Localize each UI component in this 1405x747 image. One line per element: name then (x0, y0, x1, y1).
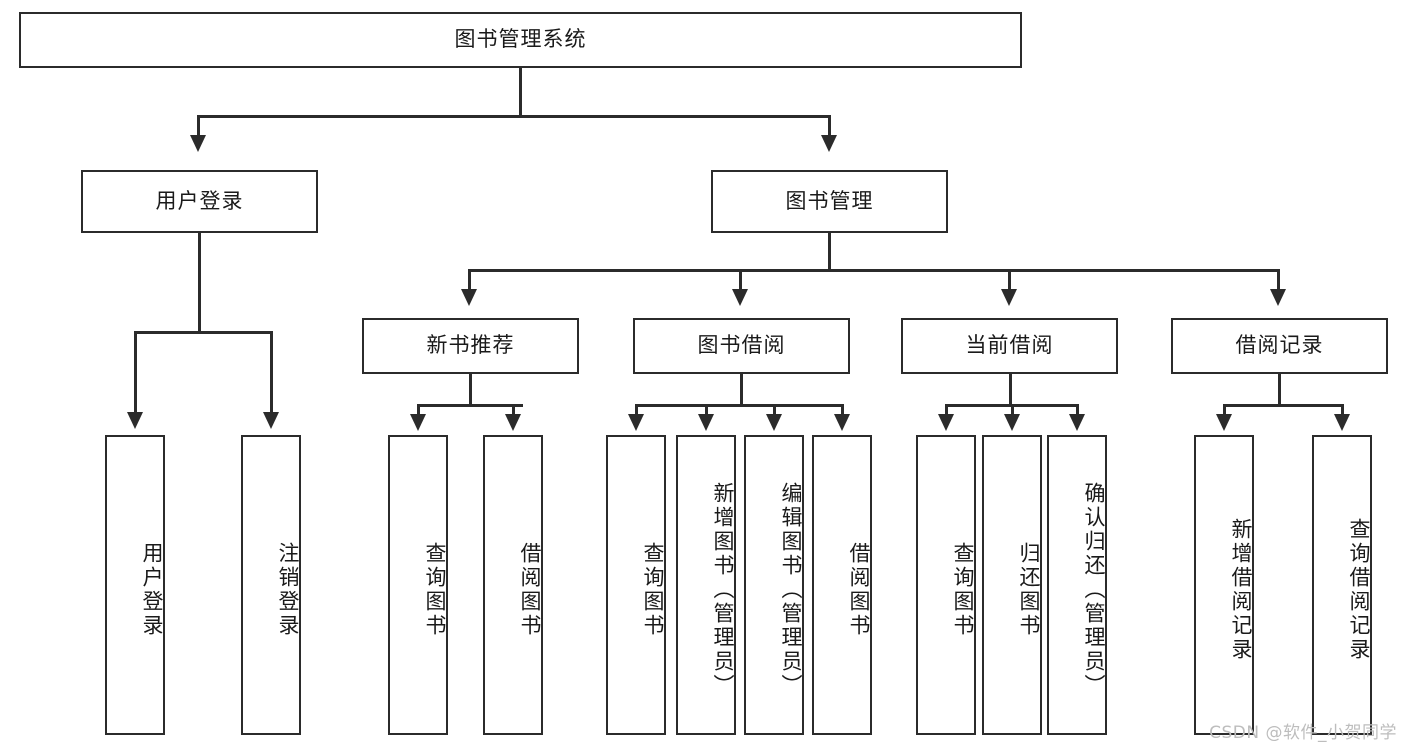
arrowhead-new-book-to-leaf-2 (505, 414, 521, 431)
edge-root-bus (197, 115, 831, 118)
node-label: 编辑图书（管理员） (779, 482, 803, 698)
edge-user-login-trunk (198, 233, 201, 333)
leaf-borrow-records-add-record[interactable]: 新增借阅记录 (1194, 435, 1254, 735)
edge-bm-to-book-borrow (739, 269, 742, 291)
edge-borrow-records-bus (1223, 404, 1343, 407)
arrowhead-user-login-to-leaf-1 (127, 412, 143, 429)
node-label: 查询借阅记录 (1347, 518, 1371, 662)
node-book-borrow[interactable]: 图书借阅 (633, 318, 850, 374)
node-label: 用户登录 (155, 188, 244, 213)
edge-new-book-to-leaf-2 (512, 404, 515, 416)
edge-bm-to-current-borrow (1008, 269, 1011, 291)
node-label: 用户登录 (140, 542, 164, 638)
edge-new-book-to-leaf-1 (417, 404, 420, 416)
leaf-current-borrow-return-books[interactable]: 归还图书 (982, 435, 1042, 735)
node-current-borrow[interactable]: 当前借阅 (901, 318, 1118, 374)
edge-book-management-bus (468, 269, 1280, 272)
arrowhead-new-book-to-leaf-1 (410, 414, 426, 431)
arrowhead-borrow-records-to-leaf-1 (1216, 414, 1232, 431)
leaf-new-book-query-books[interactable]: 查询图书 (388, 435, 448, 735)
node-label: 借阅图书 (847, 542, 871, 638)
node-book-management[interactable]: 图书管理 (711, 170, 948, 233)
node-user-login[interactable]: 用户登录 (81, 170, 318, 233)
edge-borrow-records-trunk (1278, 374, 1281, 406)
node-label: 新书推荐 (426, 333, 515, 358)
arrowhead-bm-to-book-borrow (732, 289, 748, 306)
leaf-borrow-records-query-record[interactable]: 查询借阅记录 (1312, 435, 1372, 735)
node-label: 归还图书 (1017, 542, 1041, 638)
edge-book-borrow-to-leaf-4 (841, 404, 844, 416)
arrowhead-current-borrow-to-leaf-3 (1069, 414, 1085, 431)
node-label: 借阅记录 (1235, 333, 1324, 358)
node-label: 新增借阅记录 (1229, 518, 1253, 662)
leaf-current-borrow-confirm-return-admin[interactable]: 确认归还（管理员） (1047, 435, 1107, 735)
edge-current-borrow-to-leaf-2 (1011, 404, 1014, 416)
arrowhead-bm-to-borrow-records (1270, 289, 1286, 306)
leaf-user-login-logout[interactable]: 注销登录 (241, 435, 301, 735)
edge-borrow-records-to-leaf-1 (1223, 404, 1226, 416)
arrowhead-borrow-records-to-leaf-2 (1334, 414, 1350, 431)
edge-user-login-to-leaf-1 (134, 331, 137, 414)
arrowhead-user-login-to-leaf-2 (263, 412, 279, 429)
leaf-user-login-login[interactable]: 用户登录 (105, 435, 165, 735)
arrowhead-book-borrow-to-leaf-4 (834, 414, 850, 431)
node-label: 借阅图书 (518, 542, 542, 638)
edge-borrow-records-to-leaf-2 (1341, 404, 1344, 416)
edge-root-trunk (519, 68, 522, 117)
edge-book-borrow-to-leaf-3 (773, 404, 776, 416)
edge-new-book-trunk (469, 374, 472, 406)
node-label: 查询图书 (423, 542, 447, 638)
node-label: 图书管理 (785, 188, 874, 213)
edge-current-borrow-to-leaf-3 (1076, 404, 1079, 416)
arrowhead-root-to-book-management (821, 135, 837, 152)
edge-bm-to-new-book (468, 269, 471, 291)
edge-bm-to-borrow-records (1277, 269, 1280, 291)
node-label: 新增图书（管理员） (711, 482, 735, 698)
node-label: 查询图书 (641, 542, 665, 638)
edge-book-borrow-bus (635, 404, 843, 407)
edge-book-borrow-to-leaf-1 (635, 404, 638, 416)
leaf-book-borrow-query-books[interactable]: 查询图书 (606, 435, 666, 735)
arrowhead-root-to-user-login (190, 135, 206, 152)
node-label: 查询图书 (951, 542, 975, 638)
edge-root-to-book-management (828, 115, 831, 137)
leaf-current-borrow-query-books[interactable]: 查询图书 (916, 435, 976, 735)
leaf-book-borrow-borrow-books[interactable]: 借阅图书 (812, 435, 872, 735)
edge-book-borrow-trunk (740, 374, 743, 406)
node-borrow-records[interactable]: 借阅记录 (1171, 318, 1388, 374)
arrowhead-bm-to-new-book (461, 289, 477, 306)
leaf-book-borrow-edit-book-admin[interactable]: 编辑图书（管理员） (744, 435, 804, 735)
edge-root-to-user-login (197, 115, 200, 137)
arrowhead-book-borrow-to-leaf-1 (628, 414, 644, 431)
arrowhead-current-borrow-to-leaf-2 (1004, 414, 1020, 431)
watermark-text: CSDN @软件_小贺同学 (1209, 723, 1397, 743)
edge-user-login-bus (134, 331, 272, 334)
node-label: 图书借阅 (697, 333, 786, 358)
leaf-book-borrow-add-book-admin[interactable]: 新增图书（管理员） (676, 435, 736, 735)
edge-book-borrow-to-leaf-2 (705, 404, 708, 416)
node-label: 注销登录 (276, 542, 300, 638)
node-label: 确认归还（管理员） (1082, 482, 1106, 698)
arrowhead-bm-to-current-borrow (1001, 289, 1017, 306)
edge-current-borrow-trunk (1009, 374, 1012, 406)
node-label: 图书管理系统 (454, 27, 587, 52)
arrowhead-book-borrow-to-leaf-2 (698, 414, 714, 431)
arrowhead-current-borrow-to-leaf-1 (938, 414, 954, 431)
edge-current-borrow-to-leaf-1 (945, 404, 948, 416)
arrowhead-book-borrow-to-leaf-3 (766, 414, 782, 431)
edge-user-login-to-leaf-2 (270, 331, 273, 414)
node-new-book-recommend[interactable]: 新书推荐 (362, 318, 579, 374)
edge-new-book-bus (417, 404, 523, 407)
node-root-book-management-system[interactable]: 图书管理系统 (19, 12, 1022, 68)
node-label: 当前借阅 (965, 333, 1054, 358)
edge-book-management-trunk (828, 233, 831, 271)
leaf-new-book-borrow-books[interactable]: 借阅图书 (483, 435, 543, 735)
